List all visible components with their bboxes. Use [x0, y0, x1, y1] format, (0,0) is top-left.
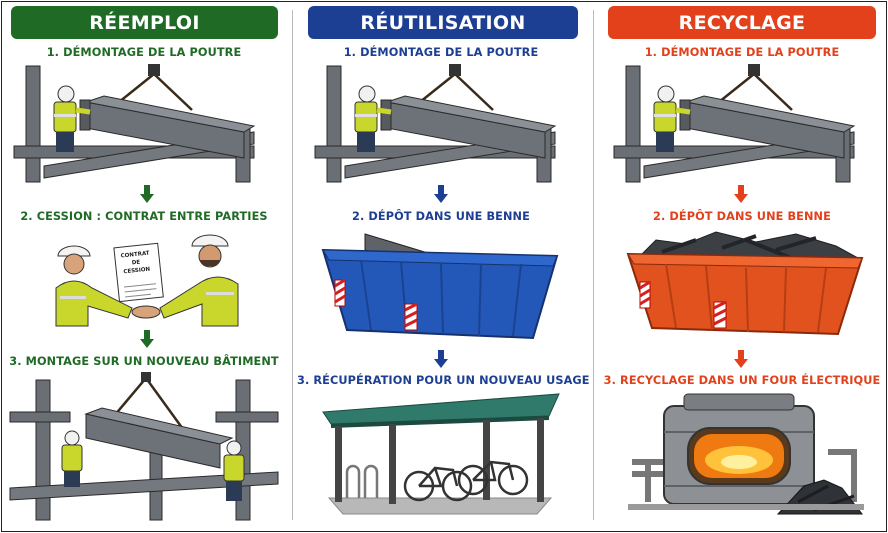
skip-container-illustration: [626, 231, 864, 336]
step-label: 1. DÉMONTAGE DE LA POUTRE: [644, 46, 840, 59]
step-label: 2. DÉPÔT DANS UNE BENNE: [653, 210, 831, 223]
column-title: RECYCLAGE: [608, 6, 876, 39]
beam-dismantling-illustration: [13, 64, 256, 183]
arrow-down-icon: [434, 185, 448, 203]
beam-mounting-illustration: [9, 372, 279, 521]
step-label: 3. RECYCLAGE DANS UN FOUR ÉLECTRIQUE: [603, 374, 881, 387]
column-divider: [593, 10, 594, 520]
step-label: 2. CESSION : CONTRAT ENTRE PARTIES: [20, 210, 268, 223]
contract-document: CONTRAT DE CESSION: [117, 249, 155, 277]
skip-container-illustration: [321, 233, 559, 340]
beam-dismantling-illustration: [613, 64, 856, 183]
column-reemploi: RÉEMPLOI 1. DÉMONTAGE DE LA POUTRE 2. CE…: [0, 0, 288, 533]
step-label: 3. MONTAGE SUR UN NOUVEAU BÂTIMENT: [9, 355, 279, 368]
step-label: 1. DÉMONTAGE DE LA POUTRE: [46, 46, 242, 59]
electric-furnace-illustration: [628, 393, 864, 515]
step-label: 2. DÉPÔT DANS UNE BENNE: [352, 210, 530, 223]
arrow-down-icon: [140, 185, 154, 203]
beam-dismantling-illustration: [314, 64, 557, 183]
bike-shelter-illustration: [322, 393, 560, 515]
column-title: RÉEMPLOI: [11, 6, 278, 39]
arrow-down-icon: [734, 185, 748, 203]
column-title: RÉUTILISATION: [308, 6, 578, 39]
step-label: 3. RÉCUPÉRATION POUR UN NOUVEAU USAGE: [297, 374, 590, 387]
column-reutilisation: RÉUTILISATION 1. DÉMONTAGE DE LA POUTRE …: [297, 0, 590, 533]
handshake-contract-illustration: [55, 234, 239, 327]
arrow-down-icon: [140, 330, 154, 348]
column-recyclage: RECYCLAGE 1. DÉMONTAGE DE LA POUTRE 2. D…: [598, 0, 886, 533]
arrow-down-icon: [734, 350, 748, 368]
arrow-down-icon: [434, 350, 448, 368]
step-label: 1. DÉMONTAGE DE LA POUTRE: [343, 46, 539, 59]
column-divider: [292, 10, 293, 520]
